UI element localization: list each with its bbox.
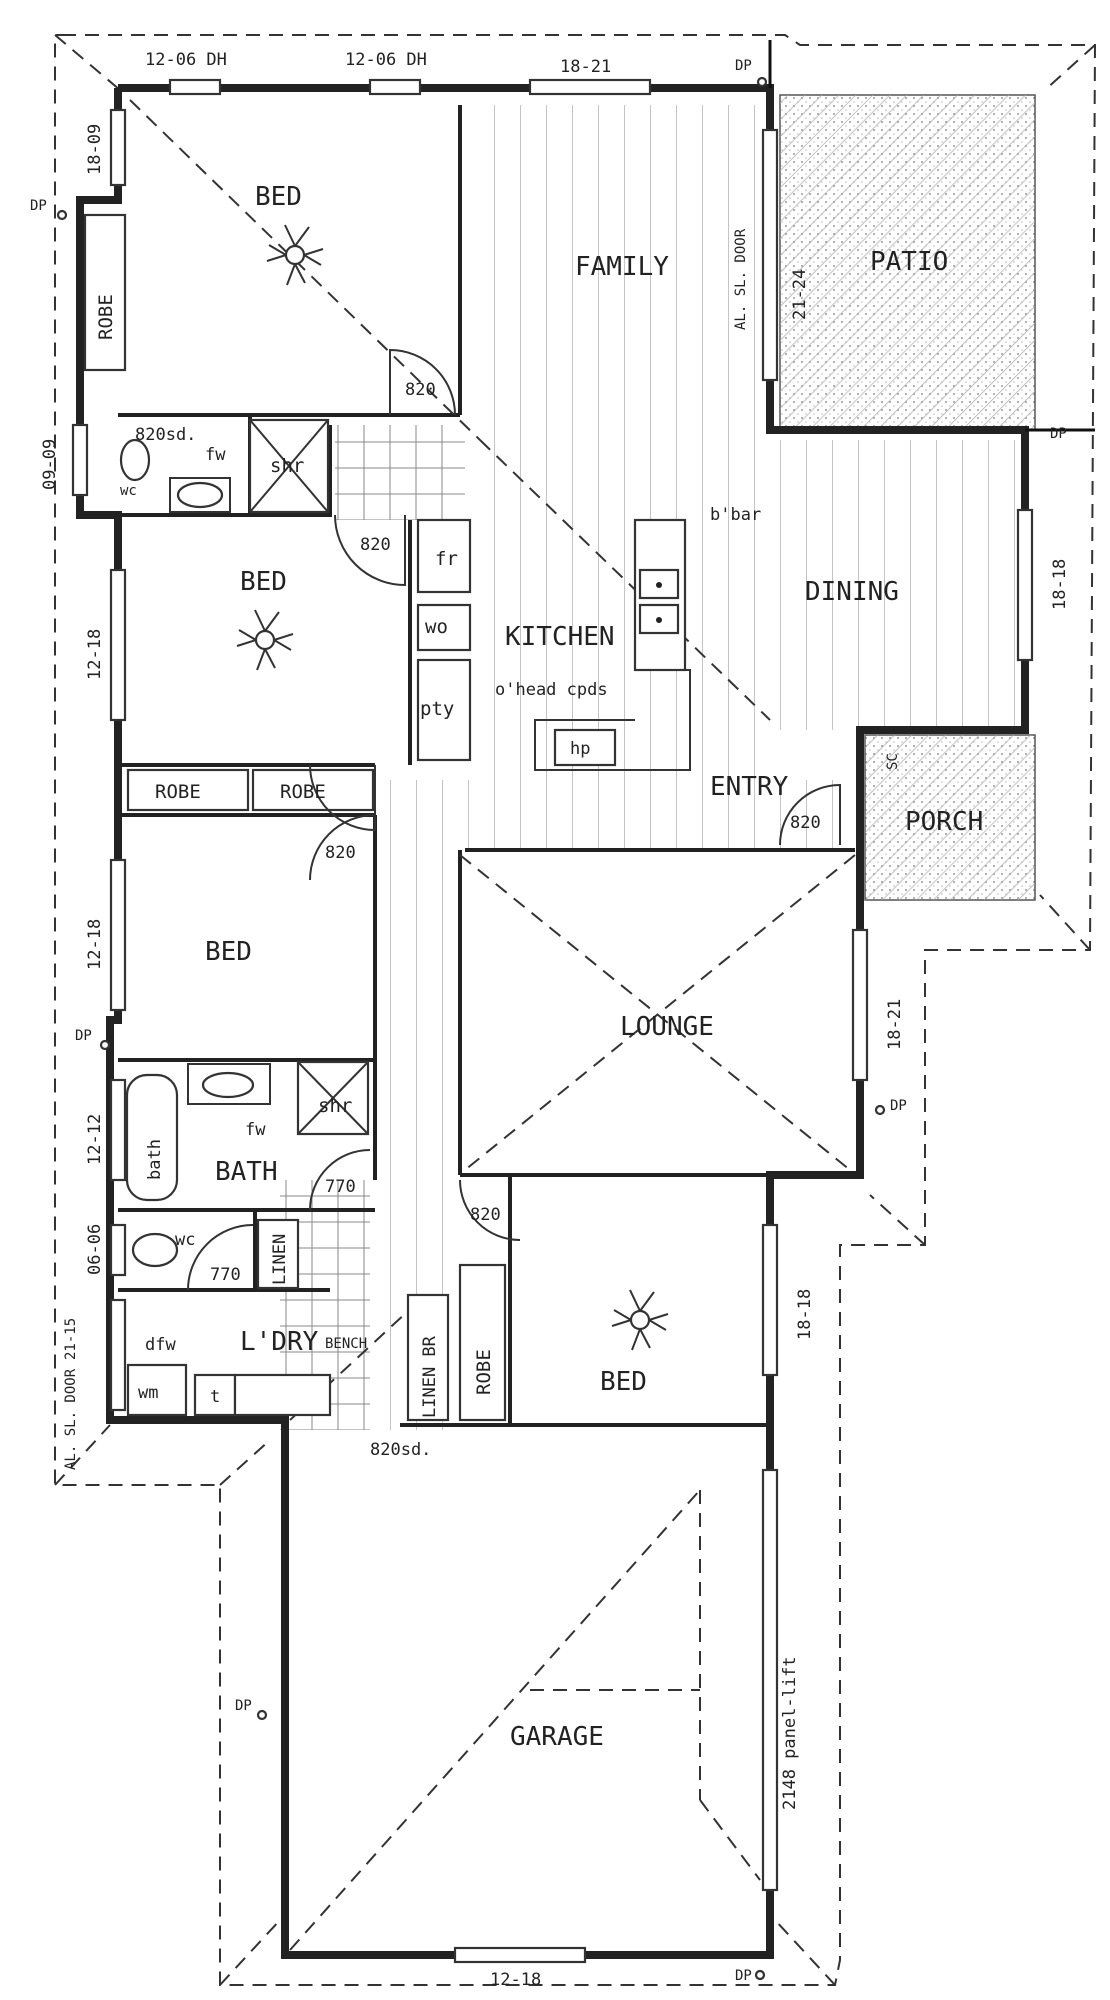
shower-label: shr: [318, 1095, 352, 1117]
room-label-porch: PORCH: [905, 807, 983, 837]
hotplate-label: hp: [570, 739, 590, 759]
ceiling-fan-icon: [266, 224, 324, 286]
room-label-bed-3: BED: [205, 937, 252, 967]
internal-walls: [118, 105, 1025, 1427]
fixture-labels: ROBE ROBE ROBE ROBE wc fw shr 820sd. fr …: [95, 294, 901, 1418]
tile-floor: [280, 105, 1030, 1430]
window-label: 21-15: [63, 1318, 79, 1360]
robe-label: ROBE: [155, 781, 201, 803]
ceiling-fan-icon: [236, 609, 294, 671]
robes: [83, 213, 375, 812]
sliding-door-label: 820sd.: [135, 425, 196, 445]
window-label: 18-21: [885, 999, 905, 1050]
dp-labels: DP DP DP DP DP DP DP: [30, 58, 1067, 1984]
ceiling-fan-icon: [611, 1289, 669, 1351]
window-label: 18-18: [795, 1289, 815, 1340]
patio-surface: [779, 94, 1036, 431]
door-size-label: 820: [470, 1205, 501, 1225]
room-label-patio: PATIO: [870, 247, 948, 277]
window-label: 12-06 DH: [145, 50, 227, 70]
window-label: 12-18: [85, 629, 105, 680]
downpipe-markers: [56, 40, 1095, 1981]
window-label: 18-18: [1050, 559, 1070, 610]
sc-label: SC: [885, 753, 901, 770]
room-label-bath: BATH: [215, 1157, 278, 1187]
door-labels: 820 820 820 820 770 770 820 820sd.: [210, 380, 821, 1460]
door-size-label: 770: [210, 1265, 241, 1285]
downpipe-label: DP: [735, 1968, 752, 1984]
wall-oven-label: wo: [425, 616, 448, 638]
room-label-family: FAMILY: [575, 252, 669, 282]
roof-outline: [54, 34, 1097, 1986]
window-label: 12-18: [490, 1970, 541, 1990]
bench-label: BENCH: [325, 1336, 367, 1352]
robe-label: ROBE: [473, 1349, 495, 1395]
window-label: 2148 panel-lift: [780, 1656, 800, 1810]
downpipe-label: DP: [1050, 426, 1067, 442]
bath-tub-label: bath: [145, 1139, 165, 1180]
door-swings: [187, 348, 841, 1291]
room-label-entry: ENTRY: [710, 772, 789, 802]
window-label: 18-21: [560, 57, 611, 77]
window-labels: 12-06 DH 12-06 DH 18-21 18-09 09-09 21-2…: [40, 50, 1070, 1990]
robe-label: ROBE: [280, 781, 326, 803]
downpipe-label: DP: [235, 1698, 252, 1714]
shower-label: shr: [270, 455, 304, 477]
ensuite-fixtures: [119, 418, 330, 514]
breakfast-bar-label: b'bar: [710, 505, 761, 525]
washing-machine-label: wm: [138, 1383, 158, 1403]
downpipe-label: DP: [75, 1028, 92, 1044]
window-label: 06-06: [85, 1224, 105, 1275]
window-label: AL. SL. DOOR: [63, 1368, 79, 1470]
window-label: AL. SL. DOOR: [733, 228, 749, 330]
window-label: 12-18: [85, 919, 105, 970]
door-size-label: 820: [790, 813, 821, 833]
pantry-label: pty: [420, 698, 454, 720]
sliding-door-label: 820sd.: [370, 1440, 431, 1460]
room-label-kitchen: KITCHEN: [505, 622, 615, 652]
linen-br-label: LINEN BR: [420, 1335, 440, 1418]
robe-label: ROBE: [95, 294, 117, 340]
door-size-label: 820: [405, 380, 436, 400]
window-label: 12-06 DH: [345, 50, 427, 70]
room-label-garage: GARAGE: [510, 1722, 604, 1752]
wc-label: wc: [120, 483, 137, 499]
room-label-bed-4: BED: [600, 1367, 647, 1397]
fw-label: fw: [205, 445, 226, 465]
tub-label: t: [210, 1387, 220, 1407]
window-label: 21-24: [790, 269, 810, 320]
window-label: 12-12: [85, 1114, 105, 1165]
room-label-bed-2: BED: [240, 567, 287, 597]
wc-label: wc: [175, 1230, 195, 1250]
downpipe-label: DP: [735, 58, 752, 74]
downpipe-label: DP: [30, 198, 47, 214]
door-size-label: 820: [360, 535, 391, 555]
porch-surface: [864, 734, 1036, 901]
room-label-lounge: LOUNGE: [620, 1012, 714, 1042]
fw-label: fw: [245, 1120, 266, 1140]
overhead-cupboards-label: o'head cpds: [495, 680, 608, 700]
dishwasher-label: dfw: [145, 1335, 176, 1355]
room-labels: BED FAMILY PATIO BED KITCHEN DINING ENTR…: [205, 182, 983, 1752]
kitchen-fixtures: [416, 518, 691, 771]
linen-label: LINEN: [270, 1234, 290, 1285]
window-label: 09-09: [40, 439, 60, 490]
downpipe-label: DP: [890, 1098, 907, 1114]
windows: [71, 78, 1034, 1964]
bathroom-fixtures: [125, 1060, 507, 1422]
window-label: 18-09: [85, 124, 105, 175]
door-size-label: 820: [325, 843, 356, 863]
room-label-bed-1: BED: [255, 182, 302, 212]
room-label-laundry: L'DRY: [240, 1327, 319, 1357]
door-size-label: 770: [325, 1177, 356, 1197]
fridge-label: fr: [435, 548, 458, 570]
room-label-dining: DINING: [805, 577, 899, 607]
